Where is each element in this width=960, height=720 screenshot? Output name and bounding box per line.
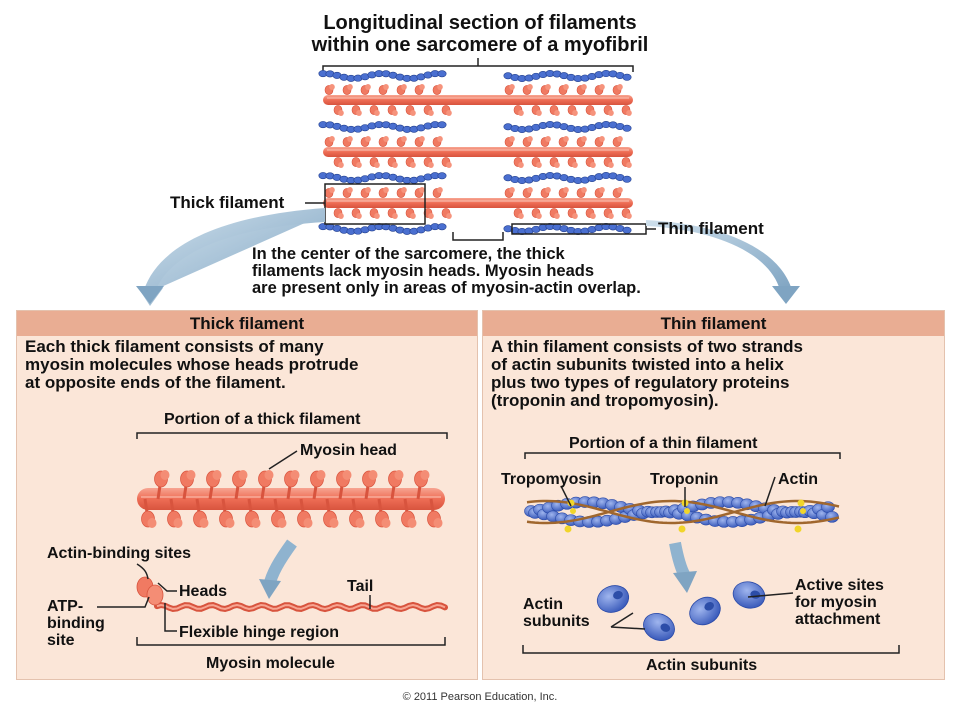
thick-filament-highlight-box: [324, 183, 426, 225]
tail-label: Tail: [347, 578, 374, 595]
copyright-notice: © 2011 Pearson Education, Inc.: [402, 691, 558, 703]
atp-binding-site-label: ATP- binding site: [47, 598, 105, 649]
hinge-label: Flexible hinge region: [179, 624, 340, 641]
sarcomere-thin-left-1: [318, 70, 447, 82]
thick-portion-rod: [137, 488, 445, 510]
thick-desc-line-1: Each thick filament consists of many: [25, 337, 324, 356]
sarcomere-thin-left-3: [318, 172, 447, 184]
title-line-2: within one sarcomere of a myofibril: [311, 34, 649, 56]
thick-filament-callout: Thick filament: [170, 193, 285, 212]
arrow-to-thin-panel-head: [772, 286, 800, 304]
atp-line-2: binding: [47, 615, 105, 632]
sarcomere-thick-1: [323, 84, 633, 116]
center-note-line-3: are present only in areas of myosin-acti…: [252, 279, 641, 297]
active-line-1: Active sites: [795, 577, 884, 594]
title-line-1: Longitudinal section of filaments: [323, 12, 637, 34]
actin-sub-line-1: Actin: [523, 596, 563, 613]
thin-panel-graphics: [522, 452, 900, 654]
actin-subunit-2: [643, 613, 675, 641]
sarcomere-bracket: [322, 65, 634, 72]
thick-filament-panel: Thick filament Each thick filament consi…: [16, 310, 478, 680]
actin-subunits-drawing: [596, 581, 766, 641]
thick-portion-label: Portion of a thick filament: [164, 411, 361, 428]
active-site: [660, 623, 671, 632]
actin-subunit-1: [596, 585, 630, 613]
active-site: [613, 590, 623, 600]
thick-filament-portion: [137, 470, 445, 528]
thick-panel-graphics: [97, 432, 448, 646]
sarcomere-thick-3: [323, 187, 633, 219]
thick-desc-line-2: myosin molecules whose heads protrude: [25, 355, 359, 374]
sarcomere-thin-left-4: [318, 223, 447, 235]
myosin-head-b: [146, 584, 164, 606]
sarcomere-section: [318, 70, 633, 235]
atp-line-3: site: [47, 632, 75, 649]
sarcomere-thin-left-2: [318, 121, 447, 133]
center-note: In the center of the sarcomere, the thic…: [252, 246, 772, 297]
thin-filament-portion: [524, 496, 840, 533]
actin-subunits-bottom-label: Actin subunits: [646, 657, 758, 674]
center-bracket: [452, 232, 504, 241]
thick-panel-description: Each thick filament consists of many myo…: [25, 338, 471, 392]
actin-binding-sites-label: Actin-binding sites: [47, 545, 191, 562]
sarcomere-thick-2: [323, 136, 633, 168]
thick-panel-header: Thick filament: [17, 311, 477, 336]
thin-panel-description: A thin filament consists of two strands …: [491, 338, 938, 410]
thin-filament-callout: Thin filament: [658, 219, 764, 238]
myosin-head-label: Myosin head: [300, 442, 397, 459]
actin-subunit-3: [689, 596, 721, 626]
actin-subunits-side-label: Actin subunits: [523, 596, 590, 630]
thin-desc-line-1: A thin filament consists of two strands: [491, 337, 804, 356]
thin-desc-line-3: plus two types of regulatory proteins: [491, 373, 790, 392]
active-line-3: attachment: [795, 611, 881, 628]
sarcomere-thin-right-1: [503, 70, 632, 82]
troponin-complex-3: [794, 499, 806, 533]
active-site: [704, 601, 714, 611]
active-line-2: for myosin: [795, 594, 877, 611]
center-note-line-1: In the center of the sarcomere, the thic…: [252, 245, 565, 263]
thin-desc-line-4: (troponin and tropomyosin).: [491, 391, 719, 410]
sarcomere-thin-right-3: [503, 172, 632, 184]
atp-line-1: ATP-: [47, 598, 84, 615]
thin-portion-label: Portion of a thin filament: [569, 435, 758, 452]
troponin-complex-1: [564, 499, 576, 533]
troponin-label: Troponin: [650, 471, 719, 488]
myosin-molecule-drawing: [136, 576, 448, 613]
thick-desc-line-3: at opposite ends of the filament.: [25, 373, 286, 392]
thin-desc-line-2: of actin subunits twisted into a helix: [491, 355, 784, 374]
sarcomere-thin-right-4: [503, 223, 632, 235]
figure-title: Longitudinal section of filaments within…: [0, 12, 960, 56]
thin-filament-panel: Thin filament A thin filament consists o…: [482, 310, 945, 680]
actin-label: Actin: [778, 471, 818, 488]
active-sites-label: Active sites for myosin attachment: [795, 577, 884, 628]
heads-label: Heads: [179, 583, 228, 600]
thin-panel-header: Thin filament: [483, 311, 944, 336]
center-note-line-2: filaments lack myosin heads. Myosin head…: [252, 262, 595, 280]
tropomyosin-strand-2: [526, 499, 840, 525]
arrow-to-thick-panel-body: [144, 208, 325, 290]
sarcomere-thin-right-2: [503, 121, 632, 133]
tropomyosin-label: Tropomyosin: [501, 471, 602, 488]
arrow-to-thin-panel-body: [646, 220, 792, 290]
actin-sub-line-2: subunits: [523, 613, 590, 630]
myosin-molecule-label: Myosin molecule: [206, 655, 335, 672]
